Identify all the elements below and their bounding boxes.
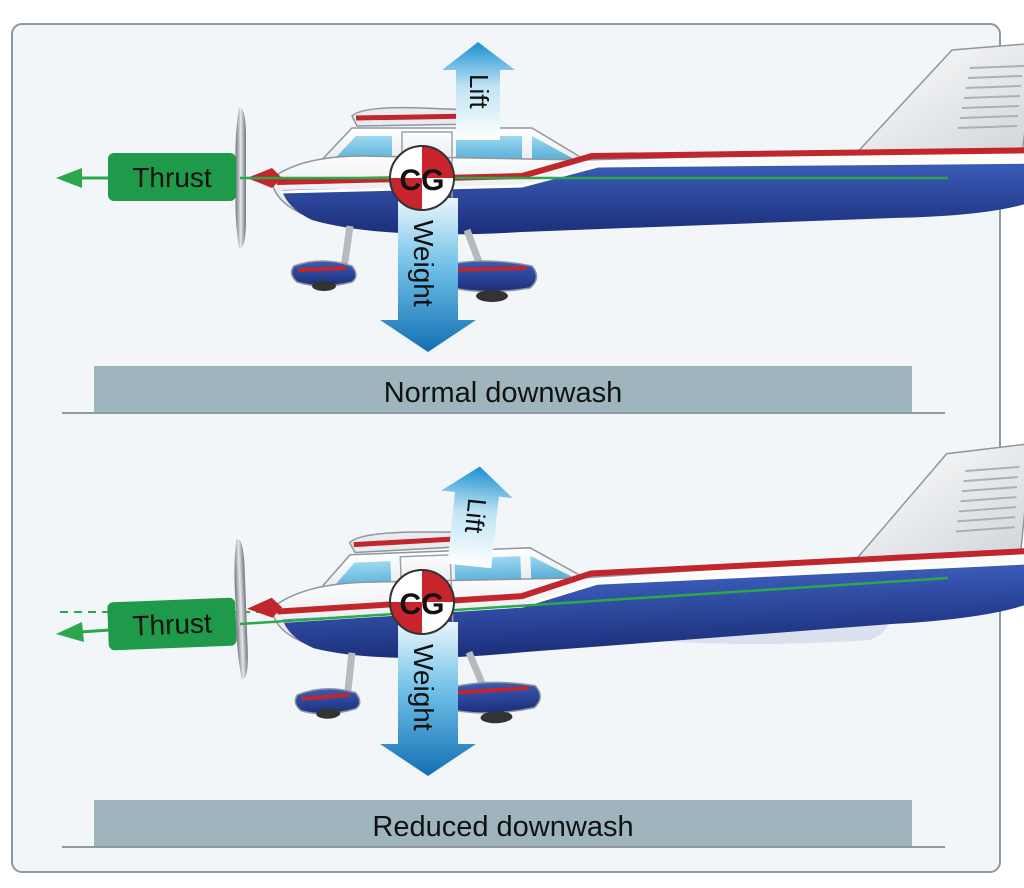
cg-symbol-normal: CG	[389, 145, 455, 211]
caption-bar-reduced	[94, 800, 912, 846]
thrust-label-box-normal: Thrust	[108, 153, 236, 201]
lift-label-normal: Lift	[464, 74, 494, 109]
lift-arrow-normal: Lift	[442, 42, 515, 140]
thrust-label-normal: Thrust	[132, 162, 212, 193]
thrust-arrowhead-normal	[56, 168, 82, 188]
caption-bar-normal	[94, 366, 912, 412]
lift-arrow-reduced: Lift	[441, 466, 513, 569]
lift-label-reduced: Lift	[459, 497, 493, 535]
weight-label-normal: Weight	[408, 220, 439, 307]
panel-reduced-downwash: Thrust Lift Weight CG Reduced downwash	[56, 443, 1024, 848]
thrust-arrowhead-reduced	[56, 622, 84, 642]
cg-label-reduced: CG	[400, 588, 445, 621]
thrust-line-reduced	[239, 576, 949, 626]
cg-symbol-reduced: CG	[389, 569, 455, 635]
caption-normal-downwash: Normal downwash	[384, 377, 623, 409]
weight-label-reduced: Weight	[408, 644, 439, 731]
cg-label-normal: CG	[400, 164, 445, 197]
thrust-label-reduced: Thrust	[132, 607, 213, 641]
thrust-label-box-reduced: Thrust	[107, 597, 237, 651]
weight-arrow-normal: Weight	[380, 198, 476, 352]
panel-normal-downwash: Thrust Lift Weight CG Normal downwash	[56, 42, 1024, 414]
weight-arrow-reduced: Weight	[380, 622, 476, 776]
caption-reduced-downwash: Reduced downwash	[372, 811, 633, 843]
